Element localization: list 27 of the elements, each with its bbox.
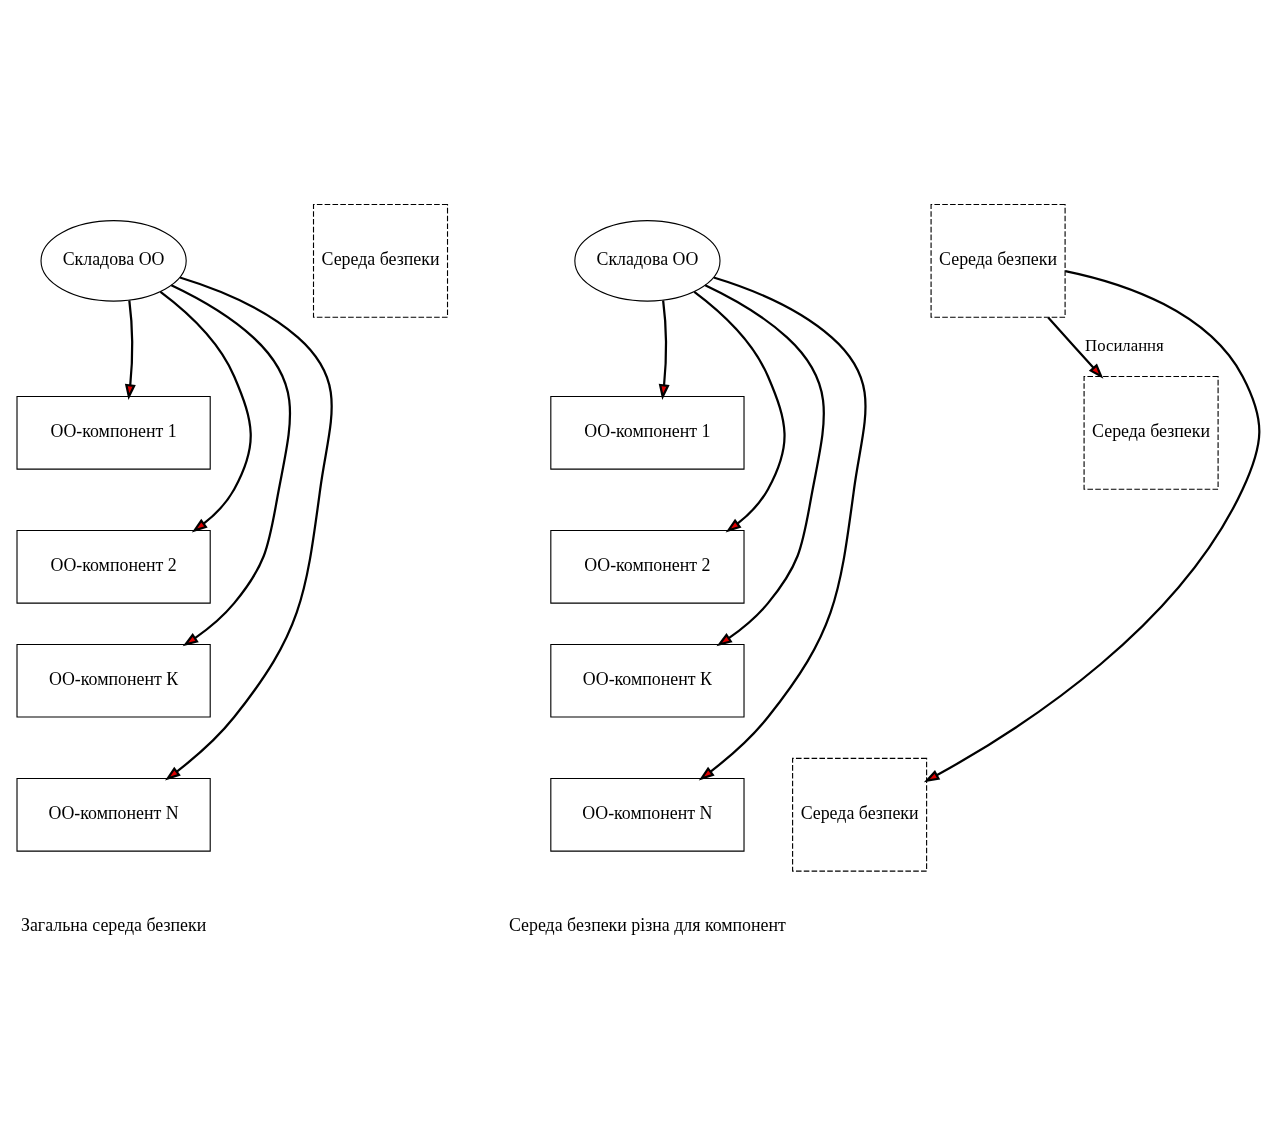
node-box: ОО-компонент 2 — [550, 530, 745, 604]
arrow — [698, 276, 867, 781]
node-box: ОО-компонент 1 — [16, 396, 211, 470]
node-box: ОО-компонент 1 — [550, 396, 745, 470]
arrow — [693, 291, 786, 533]
arrow — [170, 284, 292, 647]
node-box: ОО-компонент К — [550, 643, 745, 718]
node-box: ОО-компонент N — [16, 777, 211, 852]
label: Загальна середа безпеки — [20, 915, 207, 936]
node-box: Середа безпеки — [792, 757, 928, 872]
edge-label: Посилання — [1085, 335, 1164, 355]
node-box: Середа безпеки — [1083, 375, 1219, 490]
node-box: ОО-компонент К — [16, 643, 211, 718]
arrow — [704, 284, 825, 647]
node-ellipse: Складова ОО — [574, 220, 721, 302]
arrow — [658, 300, 670, 400]
node-box: ОО-компонент N — [550, 777, 745, 852]
arrow — [165, 276, 333, 781]
arrow — [159, 291, 252, 533]
node-box: ОО-компонент 2 — [16, 530, 211, 604]
node-box: Середа безпеки — [312, 203, 449, 318]
arrow — [1047, 316, 1104, 379]
arrow — [124, 300, 136, 400]
node-ellipse: Складова ОО — [40, 220, 187, 302]
label: Середа безпеки різна для компонент — [508, 915, 786, 936]
node-box: Середа безпеки — [930, 203, 1066, 318]
arrow — [923, 270, 1261, 783]
